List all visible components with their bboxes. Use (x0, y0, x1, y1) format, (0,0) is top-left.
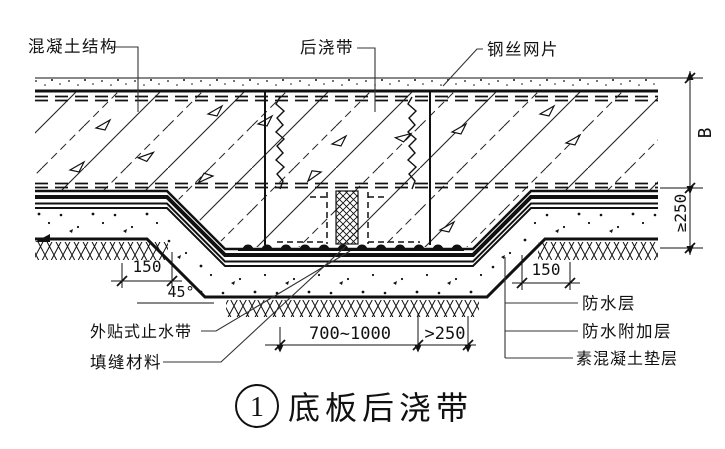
leader-lines (112, 46, 578, 363)
label-post-cast-strip: 后浇带 (300, 38, 354, 57)
title-number-circle (235, 384, 279, 428)
dim-angle-45: 45° (167, 283, 194, 301)
roughened-joint-left-wavy-line (274, 96, 286, 190)
dim-slab-thickness-B: B (695, 128, 716, 139)
dim-downstand-depth: ≥250 (671, 194, 690, 233)
label-waterproof-additional-layer: 防水附加层 (582, 322, 672, 341)
roughened-joint-right-wavy-line (406, 96, 418, 190)
dim-strip-width: 700~1000 (309, 324, 391, 344)
leader-wire-mesh (442, 48, 483, 87)
dim-recess-extra: >250 (425, 324, 466, 344)
leader-right-layer-labels (504, 257, 578, 359)
dimension-graphics (111, 71, 703, 353)
dim-left-150: 150 (133, 257, 162, 276)
rebar-dashed-lines (35, 95, 658, 189)
soil-hatch (35, 242, 658, 317)
joint-filler-block (335, 190, 359, 245)
drawing-title: 1 底板后浇带 (235, 384, 473, 428)
waterproofing-layers (35, 189, 658, 267)
label-external-waterstop: 外贴式止水带 (90, 323, 192, 341)
title-number: 1 (250, 392, 264, 423)
label-plain-concrete-cushion: 素混凝土垫层 (576, 350, 678, 368)
leader-external-waterstop (201, 250, 351, 332)
leader-concrete-structure (112, 46, 139, 112)
leader-joint-filler (163, 245, 347, 363)
label-wire-mesh: 钢丝网片 (487, 40, 559, 59)
label-concrete-structure: 混凝土结构 (28, 37, 118, 56)
leader-post-cast-strip (357, 47, 376, 112)
label-joint-filler: 填缝材料 (90, 353, 162, 372)
label-waterproof-layer: 防水层 (582, 294, 636, 313)
dim-right-150: 150 (532, 260, 561, 279)
keyway-formwork-dashed (277, 192, 420, 244)
title-text: 底板后浇带 (288, 390, 473, 426)
plain-concrete-cushion-band (35, 211, 658, 299)
external-waterstop-profile (238, 244, 464, 251)
post-cast-strip-joint (264, 92, 431, 245)
top-screed-band (35, 77, 658, 93)
